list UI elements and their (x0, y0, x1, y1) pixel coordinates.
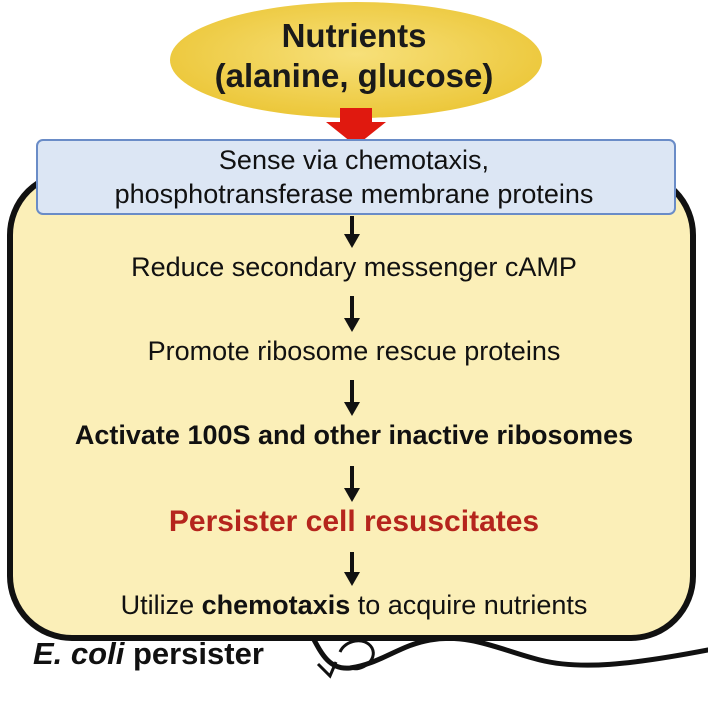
input-arrow-icon (326, 108, 386, 146)
sense-line-2: phosphotransferase membrane proteins (114, 179, 594, 209)
down-arrow-icon (344, 552, 360, 586)
nutrients-title: Nutrients (281, 17, 427, 54)
sense-box (36, 139, 676, 215)
down-arrow-icon (344, 380, 360, 416)
flagellum-curl-arrow (316, 661, 338, 679)
step-resuscitate: Persister cell resuscitates (168, 505, 540, 538)
nutrients-ellipse (170, 2, 542, 118)
utilize-bold: chemotaxis (201, 590, 351, 620)
nutrients-examples: (alanine, glucose) (214, 57, 494, 94)
sense-text: Sense via chemotaxis, phosphotransferase… (0, 143, 708, 211)
flagellum-curl (338, 639, 375, 671)
step-reduce-camp: Reduce secondary messenger cAMP (131, 252, 577, 282)
down-arrow-icon (344, 296, 360, 332)
down-arrow-icon (344, 466, 360, 502)
nutrients-label: Nutrients (alanine, glucose) (0, 16, 708, 96)
step-promote-rescue: Promote ribosome rescue proteins (147, 336, 561, 366)
persister-word: persister (132, 636, 264, 671)
ecoli-persister-label: E. coli persister (33, 636, 264, 672)
utilize-prefix: Utilize (120, 590, 195, 620)
step-activate-ribosomes: Activate 100S and other inactive ribosom… (74, 420, 634, 450)
down-arrow-icon (344, 216, 360, 248)
utilize-suffix: to acquire nutrients (357, 590, 588, 620)
species-name: E. coli (33, 636, 125, 671)
sense-line-1: Sense via chemotaxis, (218, 145, 490, 175)
step-utilize-chemotaxis: Utilize chemotaxis to acquire nutrients (0, 590, 708, 621)
